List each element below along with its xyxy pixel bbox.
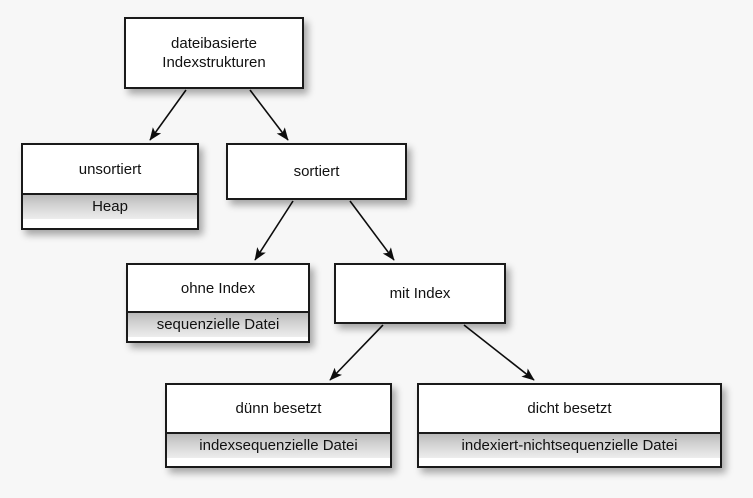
node-sortiert-title: sortiert [228,145,405,198]
node-root[interactable]: dateibasierte Indexstrukturen [124,17,304,89]
edge-root-to-sortiert [249,89,289,141]
node-unsortiert[interactable]: unsortiert Heap [21,143,199,230]
edge-sortiert-to-ohne-index [254,200,294,261]
node-duenn-besetzt[interactable]: dünn besetzt indexsequenzielle Datei [165,383,392,468]
node-unsortiert-title: unsortiert [23,145,197,193]
edge-root-to-unsortiert [149,89,187,141]
node-dicht-besetzt-title: dicht besetzt [419,385,720,432]
node-dicht-besetzt[interactable]: dicht besetzt indexiert-nichtsequenziell… [417,383,722,468]
node-ohne-index-title: ohne Index [128,265,308,311]
node-mit-index[interactable]: mit Index [334,263,506,324]
node-ohne-index-subtitle: sequenzielle Datei [128,311,308,337]
edge-mit-index-to-dicht [463,324,535,381]
node-sortiert[interactable]: sortiert [226,143,407,200]
edge-sortiert-to-mit-index [349,200,395,261]
node-dicht-besetzt-subtitle: indexiert-nichtsequenzielle Datei [419,432,720,458]
node-duenn-besetzt-title: dünn besetzt [167,385,390,432]
node-root-title: dateibasierte Indexstrukturen [126,19,302,87]
node-ohne-index[interactable]: ohne Index sequenzielle Datei [126,263,310,343]
node-mit-index-title: mit Index [336,265,504,322]
edge-mit-index-to-duenn [329,324,384,381]
node-duenn-besetzt-subtitle: indexsequenzielle Datei [167,432,390,458]
node-unsortiert-subtitle: Heap [23,193,197,219]
